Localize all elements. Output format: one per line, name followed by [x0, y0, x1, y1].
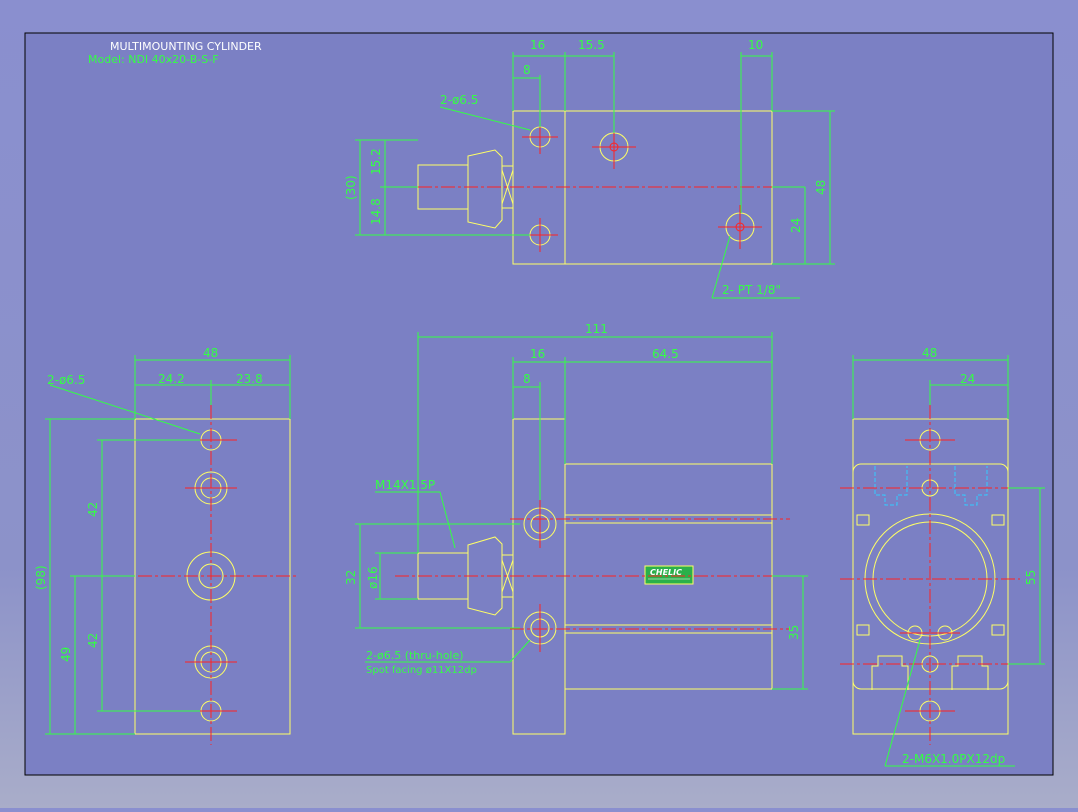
left-callout-holes: 2-ø6.5 [47, 373, 85, 387]
top-dim-48: 48 [814, 180, 828, 195]
right-slot-r1 [991, 514, 1005, 526]
sheet-border [24, 32, 1054, 776]
right-slot-r2 [991, 624, 1005, 636]
left-rod-inner [198, 563, 224, 589]
front-centerlines [395, 500, 790, 652]
right-dim-55: 55 [1024, 570, 1038, 585]
top-dim-15-2: 15.2 [369, 148, 383, 175]
right-dimensions [852, 355, 1045, 767]
top-dim-30: (30) [344, 175, 358, 200]
left-dim-48: 48 [203, 346, 218, 360]
front-dim-16: 16 [530, 347, 545, 361]
right-dim-48: 48 [922, 346, 937, 360]
front-nameplate [644, 565, 694, 585]
front-nut [467, 536, 503, 616]
top-nut [467, 149, 503, 229]
top-dim-14-8: 14.8 [369, 198, 383, 225]
top-dim-8: 8 [523, 63, 531, 77]
top-dim-16: 16 [530, 38, 545, 52]
left-dim-42-bot: 42 [86, 633, 100, 648]
front-callout-thread: M14X1.5P [375, 478, 435, 492]
front-dim-64-5: 64.5 [652, 347, 679, 361]
front-dim-35: 35 [787, 625, 801, 640]
front-dim-8: 8 [523, 372, 531, 386]
top-rod-end-x2 [501, 169, 514, 205]
front-callout-holes-1: 2-ø6.5 (thru-hole) [366, 649, 464, 662]
drawing-model: Model: NDI 40x20-B-S-F [88, 53, 219, 66]
left-view: 48 24.2 23.8 2-ø6.5 (98) 42 42 49 [34, 346, 298, 745]
front-nameplate-brand: CHELIC [650, 568, 682, 577]
left-dim-49: 49 [59, 647, 73, 662]
top-view: 16 15.5 10 8 2-ø6.5 2- PT 1/8" 48 24 (30… [344, 38, 835, 299]
left-dimensions [45, 355, 291, 735]
right-tslot-right [951, 655, 989, 690]
top-dimensions [355, 52, 835, 299]
left-dim-24-2: 24.2 [158, 372, 185, 386]
right-hidden-lines [874, 466, 988, 506]
left-dim-23-8: 23.8 [236, 372, 263, 386]
top-callout-ports: 2- PT 1/8" [722, 283, 781, 297]
right-view: 48 24 55 2-M6X1.0PX12dp [840, 346, 1045, 767]
right-callout-tapped: 2-M6X1.0PX12dp [902, 752, 1005, 766]
right-slot-l2 [856, 624, 870, 636]
left-dim-98: (98) [34, 565, 48, 590]
right-tslot-left [871, 655, 909, 690]
front-rod-end-x2 [501, 559, 514, 593]
right-slot-l1 [856, 514, 870, 526]
front-callout-holes-2: Spot facing ø11X12dp [366, 665, 477, 676]
right-centerlines [840, 405, 1020, 745]
front-dim-32: 32 [344, 570, 358, 585]
front-dim-111: 111 [585, 322, 608, 336]
left-dim-42-top: 42 [86, 502, 100, 517]
front-dimensions [355, 332, 808, 690]
left-centerlines [115, 405, 298, 745]
front-dim-16-rod: ø16 [366, 566, 380, 589]
top-dim-10: 10 [748, 38, 763, 52]
front-view: CHELIC 111 16 64 [344, 322, 808, 735]
top-dim-24: 24 [789, 218, 803, 233]
top-callout-holes: 2-ø6.5 [440, 93, 478, 107]
top-dim-15-5: 15.5 [578, 38, 605, 52]
drawing-title: MULTIMOUNTING CYLINDER [110, 40, 262, 53]
right-dim-24: 24 [960, 372, 975, 386]
